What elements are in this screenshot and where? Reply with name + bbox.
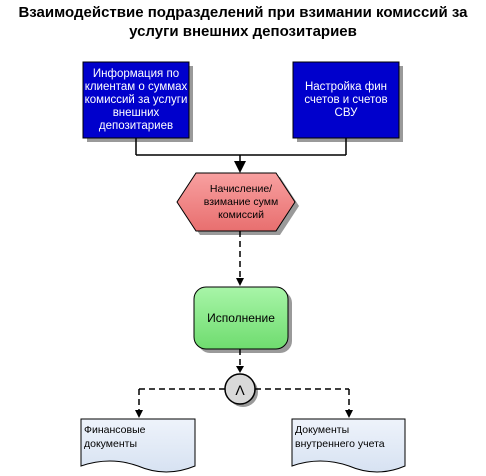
setup-box-label: Настройка фин счетов и счетов СВУ: [304, 80, 388, 119]
doc-fin-label: Финансовые документы: [84, 424, 146, 450]
execute-function: [193, 286, 289, 350]
and-gate-symbol: Λ: [235, 381, 245, 398]
execute-to-gate-arrowhead: [236, 366, 244, 373]
info-box-label: Информация по клиентам о суммах комиссий…: [84, 67, 188, 132]
charge-to-execute-arrowhead: [236, 278, 244, 286]
doc-fin-shape: [80, 418, 196, 473]
doc-internal-arrowhead: [345, 410, 353, 418]
charge-event: [176, 172, 296, 232]
charge-event-label: Начисление/ взимание сумм комиссий: [203, 182, 279, 221]
doc-fin-arrowhead: [135, 410, 143, 418]
execute-function-label: Исполнение: [207, 310, 275, 325]
setup-box: [292, 61, 400, 139]
doc-internal-label: Документы внутреннего учета: [295, 424, 385, 450]
diagram-title: Взаимодействие подразделений при взимани…: [18, 4, 468, 40]
doc-internal-shape: [291, 418, 406, 473]
